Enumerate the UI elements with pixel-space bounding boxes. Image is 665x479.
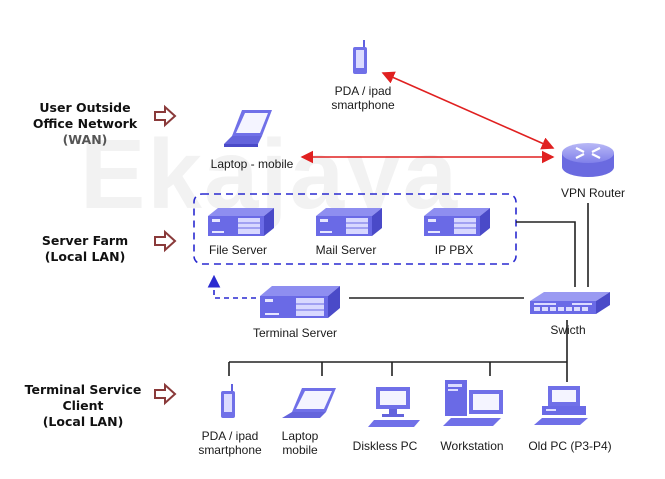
label-line: smartphone [198, 443, 262, 457]
terminal-to-farm-link [207, 274, 256, 299]
pda-icon[interactable] [221, 384, 235, 418]
zone-label-line: (Local LAN) [42, 414, 124, 429]
zone-label-line: Client [62, 398, 104, 413]
label-line: PDA / ipad [201, 429, 259, 443]
client-label: Workstation [440, 439, 504, 453]
zone-label-line: Server Farm [41, 233, 129, 248]
client-label: Diskless PC [352, 439, 418, 453]
lan-link-serverfarm-switch [516, 221, 576, 287]
vpn-router-icon[interactable] [562, 143, 614, 177]
label-line: smartphone [331, 98, 395, 112]
vpn-router-label: VPN Router [560, 186, 626, 200]
zone-arrow-icon [154, 382, 177, 406]
old-pc-icon[interactable] [534, 386, 588, 425]
client-label: PDA / ipad smartphone [190, 429, 270, 457]
zone-label-line: User Outside [39, 100, 131, 115]
wan-link-pda-router [381, 71, 555, 150]
client-label: Laptop mobile [270, 429, 330, 457]
zone-label-line: Office Network [32, 116, 138, 131]
label-line: PDA / ipad [334, 84, 392, 98]
zone-label-line: (Local LAN) [44, 249, 126, 264]
laptop-icon[interactable] [224, 110, 272, 147]
zone-label-ts-client: Terminal Service Client (Local LAN) [18, 382, 148, 430]
zone-arrow-icon [154, 229, 177, 253]
file-server-label: File Server [208, 243, 267, 257]
laptop-label: Laptop - mobile [210, 157, 294, 171]
pda-icon[interactable] [353, 40, 367, 74]
switch-icon[interactable] [530, 292, 610, 314]
zone-arrow-icon [154, 104, 177, 128]
client-label: Old PC (P3-P4) [528, 439, 612, 453]
workstation-icon[interactable] [443, 380, 503, 426]
mail-server-label: Mail Server [315, 243, 377, 257]
pda-label: PDA / ipad smartphone [318, 84, 408, 112]
mail-server-icon[interactable] [316, 208, 382, 236]
ip-pbx-icon[interactable] [424, 208, 490, 236]
switch-label: Swicth [550, 323, 586, 337]
zone-label-server-farm: Server Farm (Local LAN) [30, 233, 140, 265]
laptop-icon[interactable] [282, 388, 336, 418]
terminal-server-icon[interactable] [260, 286, 340, 318]
zone-label-line: (WAN) [62, 132, 108, 147]
ip-pbx-label: IP PBX [434, 243, 474, 257]
label-line: Laptop [281, 429, 319, 443]
diskless-pc-icon[interactable] [368, 387, 420, 427]
zone-label-wan: User Outside Office Network (WAN) [22, 100, 148, 148]
zone-label-line: Terminal Service [24, 382, 142, 397]
file-server-icon[interactable] [208, 208, 274, 236]
label-line: mobile [282, 443, 318, 457]
terminal-server-label: Terminal Server [252, 326, 338, 340]
